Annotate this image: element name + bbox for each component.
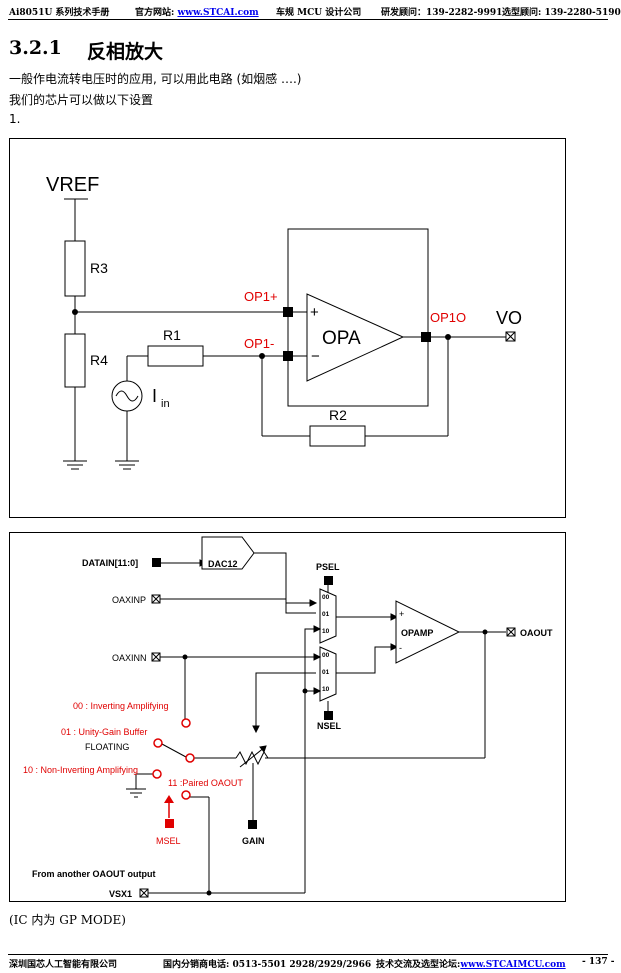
- nsel-label: NSEL: [317, 721, 342, 731]
- opamp-plus: +: [399, 609, 404, 619]
- r3-label: R3: [90, 260, 108, 276]
- mux-bot-01: 01: [322, 669, 330, 676]
- oaxinp-label: OAXINP: [112, 595, 146, 605]
- msel-label: MSEL: [156, 836, 181, 846]
- gp-mode-caption: (IC 内为 GP MODE): [9, 913, 126, 927]
- header-company: 车规 MCU 设计公司: [276, 8, 362, 18]
- minus-sign: −: [311, 348, 320, 365]
- dac-label: DAC12: [208, 559, 238, 569]
- vsx1-label: VSX1: [109, 889, 132, 899]
- header-rd-contact: 研发顾问：139-2282-9991: [381, 8, 503, 18]
- r4-label: R4: [90, 352, 108, 368]
- footer-company: 深圳国芯人工智能有限公司: [9, 960, 118, 970]
- header-website-label: 官方网站:: [135, 8, 178, 18]
- datain-label: DATAIN[11:0]: [82, 558, 138, 568]
- iin-label: I: [152, 386, 157, 406]
- header-divider: [8, 19, 608, 20]
- mux-bot-00: 00: [322, 652, 330, 659]
- opa-label: OPA: [322, 328, 361, 349]
- op1n-label: OP1-: [244, 336, 274, 351]
- mux-top-01: 01: [322, 611, 330, 618]
- header-product: Ai8051U 系列技术手册: [9, 8, 110, 18]
- opamp-label: OPAMP: [401, 628, 433, 638]
- opamp-block-svg: DATAIN[11:0] DAC12 PSEL NSEL OPAMP OAOUT…: [23, 536, 553, 899]
- mux-top-00: 00: [322, 594, 330, 601]
- header-sales-contact: 选型顾问: 139-2280-5190: [502, 8, 621, 18]
- body-line-2: 我们的芯片可以做以下设置: [9, 93, 154, 107]
- r2-label: R2: [329, 407, 347, 423]
- gain-label: GAIN: [242, 836, 265, 846]
- page-header: Ai8051U 系列技术手册 官方网站: www.STCAI.com 车规 MC…: [0, 0, 621, 20]
- oaxinn-label: OAXINN: [112, 653, 147, 663]
- section-number: 3.2.1: [9, 37, 62, 59]
- mode-00-label: 00 : Inverting Amplifying: [73, 701, 169, 711]
- footer-forum-label: 技术交流及选型论坛:: [376, 960, 461, 970]
- psel-label: PSEL: [316, 562, 340, 572]
- footer-phone: 国内分销商电话: 0513-5501 2928/2929/2966: [163, 960, 372, 970]
- vref-label: VREF: [46, 174, 99, 196]
- footer-forum-link[interactable]: www.STCAIMCU.com: [460, 960, 566, 970]
- footer-page-number: - 137 -: [582, 957, 615, 967]
- inverting-amp-svg: VREF R3 R4 R1 R2 OPA + − OP1+ OP1- OP1O …: [46, 174, 522, 470]
- body-line-1: 一般作电流转电压时的应用, 可以用此电路 (如烟感 ….): [9, 72, 302, 86]
- mux-top-10: 10: [322, 628, 330, 635]
- mode-01-label: 01 : Unity-Gain Buffer: [61, 727, 147, 737]
- from-another-label: From another OAOUT output: [32, 869, 156, 879]
- section-title: 反相放大: [87, 41, 164, 63]
- opamp-minus: -: [399, 643, 402, 653]
- oaout-label: OAOUT: [520, 628, 553, 638]
- header-website-link[interactable]: www.STCAI.com: [177, 8, 259, 18]
- r1-label: R1: [163, 327, 181, 343]
- plus-sign: +: [310, 304, 319, 321]
- footer-forum: 技术交流及选型论坛:www.STCAIMCU.com: [376, 957, 566, 970]
- inverting-amp-circuit: VREF R3 R4 R1 R2 OPA + − OP1+ OP1- OP1O …: [9, 138, 566, 518]
- mode-11-label: 11 :Paired OAOUT: [168, 778, 243, 788]
- header-website: 官方网站: www.STCAI.com: [135, 5, 259, 18]
- op1o-label: OP1O: [430, 310, 466, 325]
- iin-subscript: in: [161, 398, 170, 410]
- vo-label: VO: [496, 308, 522, 328]
- opamp-block-diagram: DATAIN[11:0] DAC12 PSEL NSEL OPAMP OAOUT…: [9, 532, 566, 902]
- mode-10-label: 10 : Non-Inverting Amplifying: [23, 765, 138, 775]
- mux-bot-10: 10: [322, 686, 330, 693]
- floating-label: FLOATING: [85, 742, 129, 752]
- footer-divider: [8, 954, 608, 955]
- body-line-3: 1.: [9, 112, 21, 126]
- op1p-label: OP1+: [244, 289, 278, 304]
